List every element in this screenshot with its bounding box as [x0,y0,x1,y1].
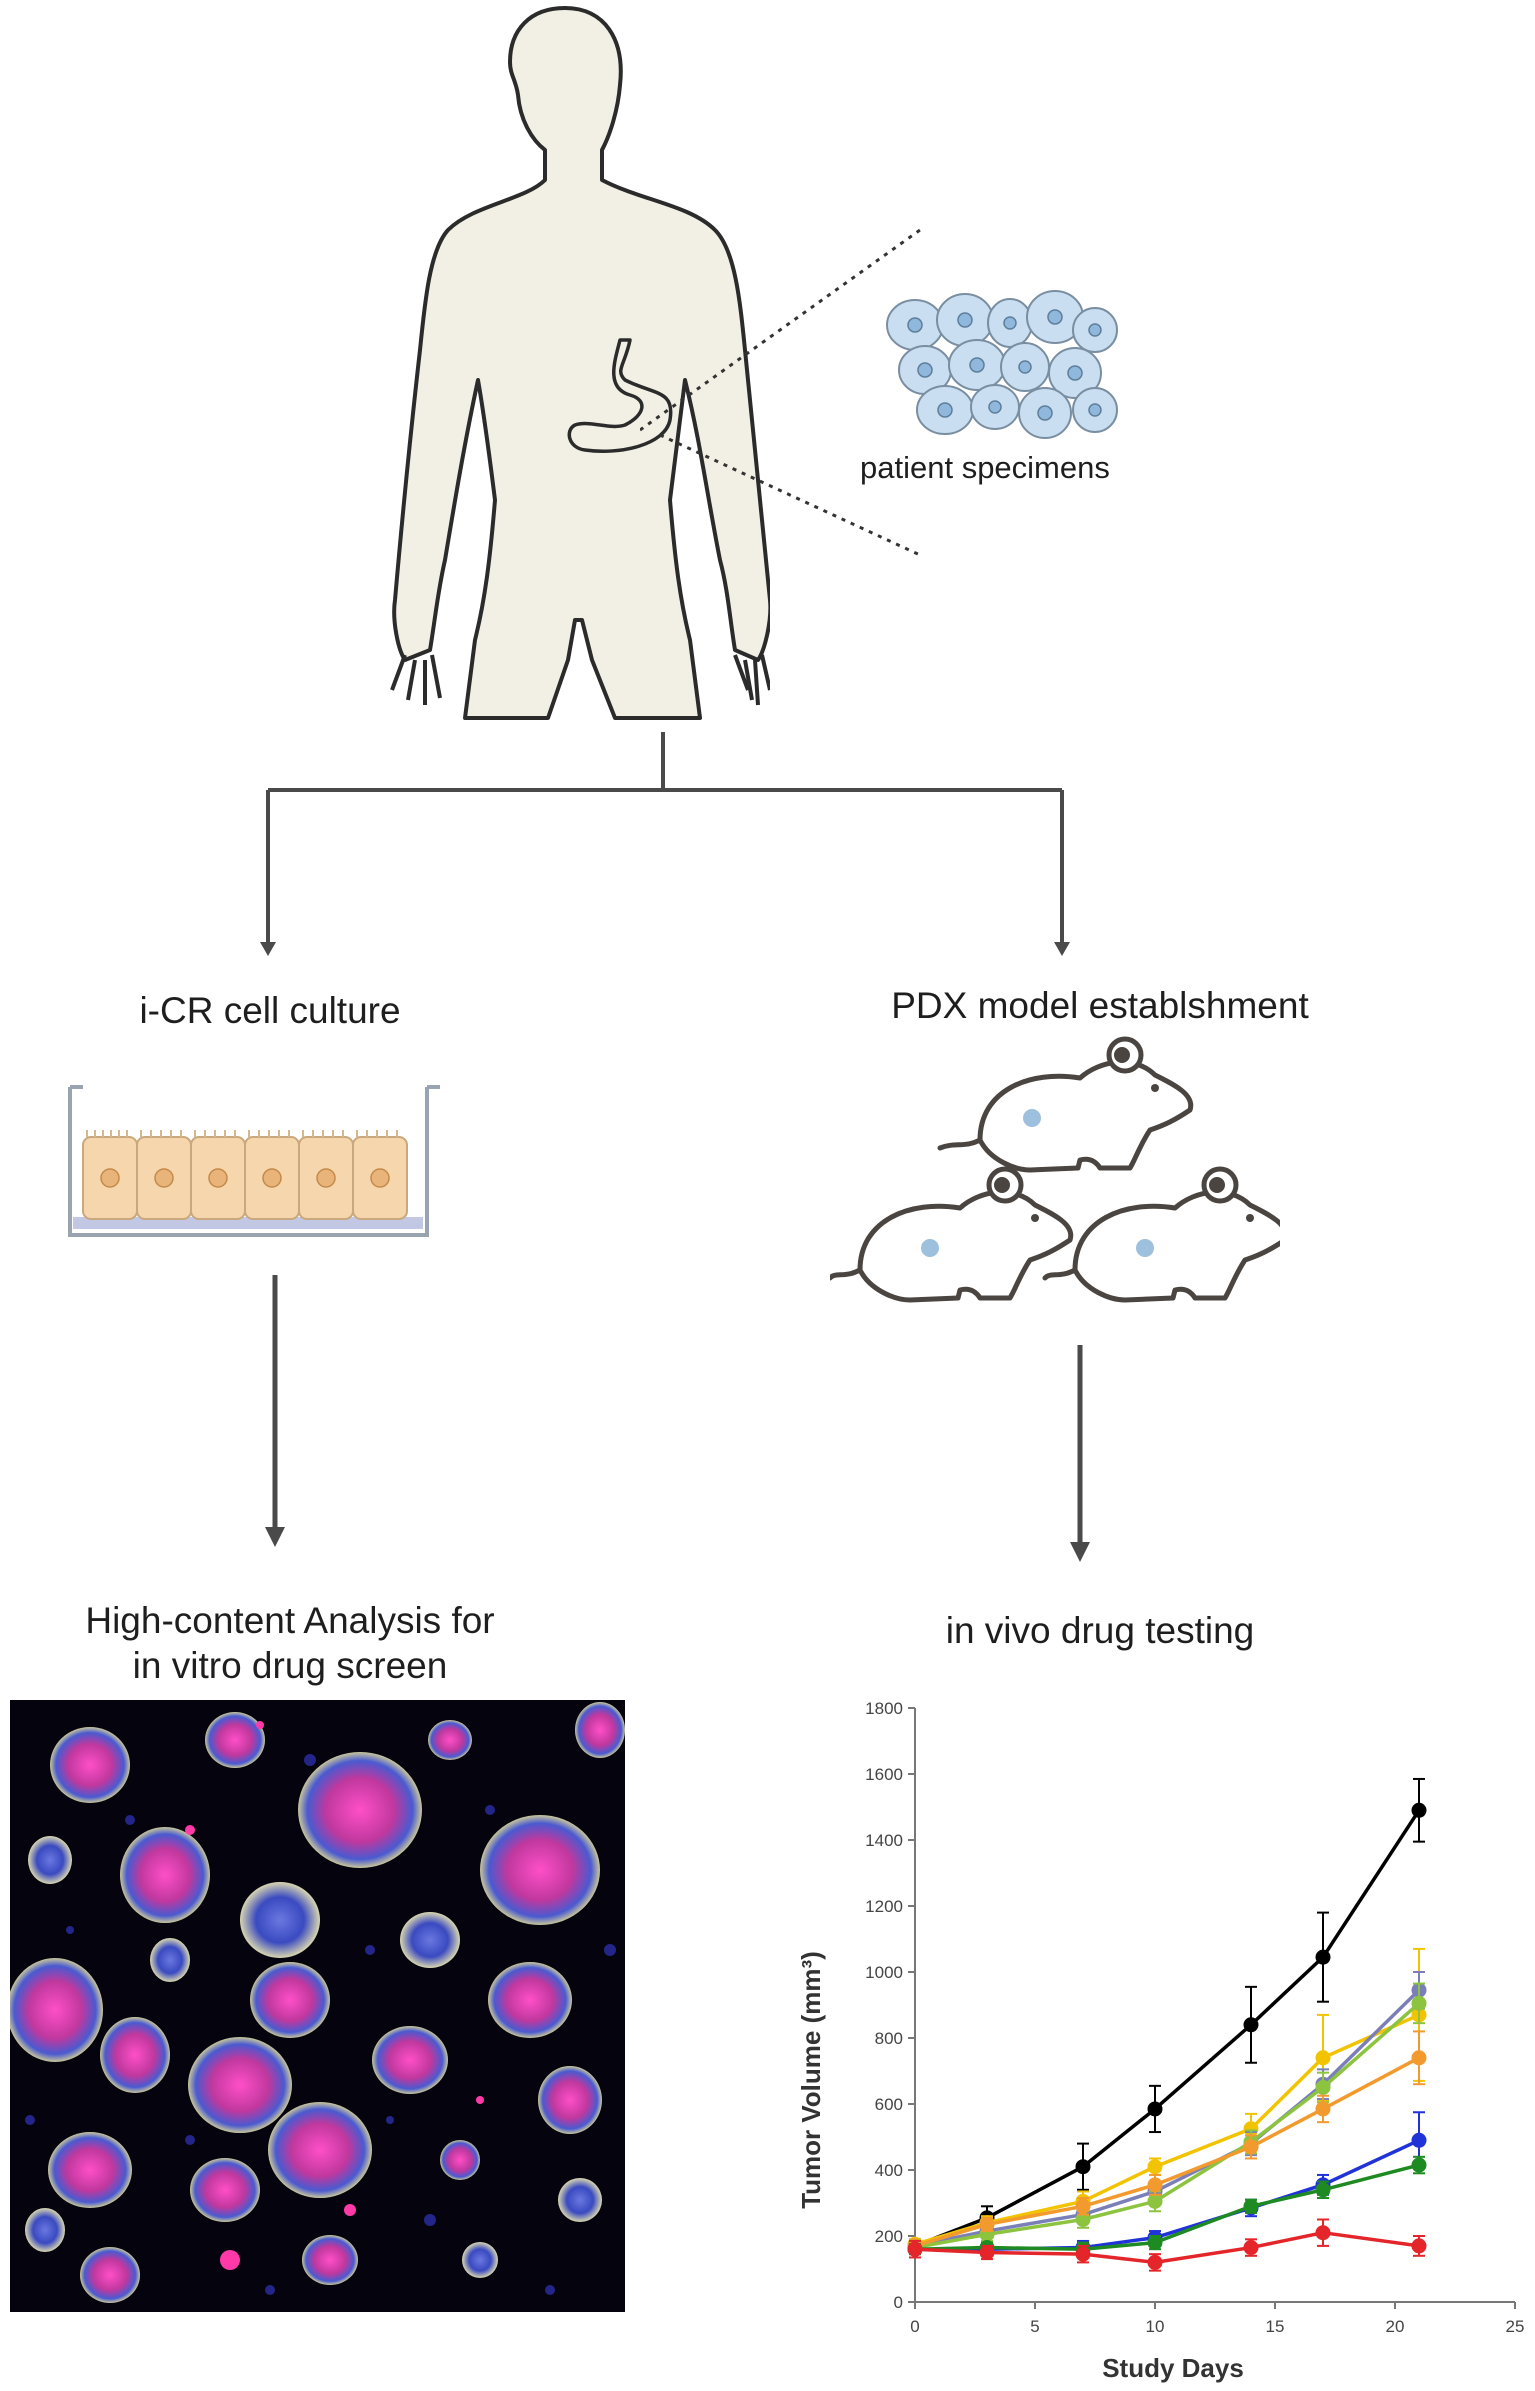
data-point [1147,2177,1163,2193]
pdx-down-arrow [1070,1345,1090,1562]
culture-label: i-CR cell culture [139,990,401,1031]
chart-series [907,1777,1427,2272]
data-point [1243,2139,1259,2155]
data-point [1411,2132,1427,2148]
data-point [1075,2212,1091,2227]
chart-axes: 0 200 400 600 800 1000 1200 1400 1600 1800 0 5 10 15 2… [865,1699,1524,2336]
culture-down-arrow [265,1275,285,1547]
series-8 [907,2218,1427,2272]
mouse-icon-bottom-right [1042,1166,1280,1303]
specimens-label: patient specimens [860,450,1110,485]
data-point [1411,2238,1427,2254]
x-tick-label: 0 [910,2317,919,2336]
x-tick-label: 20 [1386,2317,1405,2336]
pdx-label: PDX model establshment [891,985,1309,1026]
data-point [1147,2101,1163,2117]
data-point [1315,2182,1331,2198]
tumor-volume-chart: 0 200 400 600 800 1000 1200 1400 1600 1800 0 5 10 15 2… [796,1699,1524,2383]
series-line [914,1988,1421,2248]
branch-connector [260,732,1070,956]
stomach-icon [567,338,673,453]
y-axis-label: Tumor Volume (mm³) [796,1951,826,2209]
specimen-pointer-lines [640,228,921,557]
data-point [979,2216,995,2232]
invivo-label: in vivo drug testing [945,1610,1255,1651]
data-point [1315,2080,1331,2095]
y-tick-label: 1200 [865,1897,903,1916]
x-axis-label: Study Days [1102,2353,1244,2383]
data-point [1075,2246,1091,2262]
x-tick-label: 5 [1030,2317,1039,2336]
x-tick-label: 10 [1146,2317,1165,2336]
patient-cells-icon [886,290,1118,439]
data-point [1243,2017,1259,2033]
y-tick-label: 600 [875,2095,903,2114]
y-tick-label: 1000 [865,1963,903,1982]
data-point [1411,1995,1427,2011]
data-point [1411,2157,1427,2173]
data-point [979,2245,995,2260]
hca-label-line1: High-content Analysis for [85,1600,495,1641]
human-body-figure [390,6,770,720]
series-line [914,2013,1420,2246]
y-tick-label: 1800 [865,1699,903,1718]
x-tick-label: 15 [1266,2317,1285,2336]
mouse-icon-top [937,1036,1194,1173]
y-tick-label: 1400 [865,1831,903,1850]
x-tick-label: 25 [1506,2317,1525,2336]
data-point [1243,2240,1259,2256]
data-point [1315,2101,1331,2117]
data-point [1411,1802,1427,1818]
y-tick-label: 0 [894,2293,903,2312]
cell-culture-dish-icon [68,1085,440,1237]
fluorescence-microscopy-image [10,1700,625,2312]
data-point [1315,1949,1331,1965]
data-point [1147,2193,1163,2209]
data-point [1315,2050,1331,2066]
data-point [1315,2225,1331,2241]
data-point [1411,2050,1427,2066]
data-point [1147,2254,1163,2270]
left-hand [390,654,442,705]
y-tick-label: 1600 [865,1765,903,1784]
series-line [914,2002,1421,2250]
mouse-icon-bottom-left [830,1166,1074,1303]
series-5 [907,2030,1427,2254]
hca-label-line2: in vitro drug screen [132,1645,448,1686]
data-point [1147,2235,1163,2251]
data-point [1243,2198,1259,2214]
y-tick-label: 800 [875,2029,903,2048]
y-tick-label: 400 [875,2161,903,2180]
body-silhouette [392,6,770,720]
right-hand [733,654,770,706]
data-point [1147,2159,1163,2175]
data-point [1075,2198,1091,2214]
data-point [907,2241,923,2257]
mice-group [830,1036,1280,1303]
data-point [1075,2159,1091,2175]
y-tick-label: 200 [875,2227,903,2246]
